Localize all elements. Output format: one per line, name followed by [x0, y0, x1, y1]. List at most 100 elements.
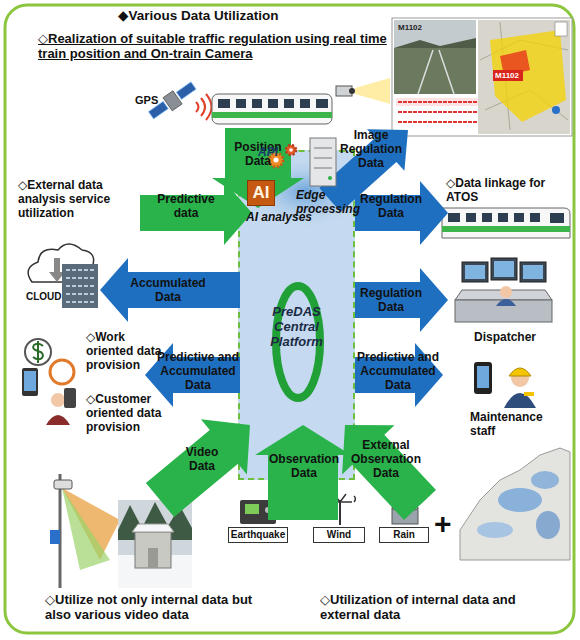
glow-ellipse [244, 154, 355, 230]
dispatcher-console [465, 265, 485, 279]
block-arrow [100, 128, 448, 520]
sensor-icons [391, 488, 418, 502]
sensor-box: Earthquake [228, 527, 288, 543]
video-camera-photo [54, 480, 72, 489]
camera-image [418, 50, 433, 94]
customer-icons [22, 368, 38, 396]
video-camera-photo [118, 555, 192, 588]
arrow-label: External Observation Data [346, 438, 426, 480]
customer-icons [46, 415, 70, 425]
dispatcher-console [462, 262, 488, 282]
radar-map [455, 440, 572, 562]
dispatcher-console [494, 261, 514, 277]
platform-title: PreDAS Central Platform [258, 304, 335, 349]
customer-icons [22, 339, 76, 425]
icon-label: CLOUD [26, 291, 66, 303]
train-right [442, 208, 570, 238]
plus-sign: + [434, 506, 464, 541]
train-top [300, 99, 310, 108]
camera-id: M1102 [398, 23, 458, 32]
cloud-icon [49, 272, 65, 282]
arrow-label: Regulation Data [358, 192, 424, 220]
camera-image [392, 18, 572, 136]
section-note: ◇Utilize not only internal data but also… [45, 592, 260, 622]
camera-image [394, 38, 476, 48]
function-label: AI analyses [246, 210, 336, 224]
block-arrow [355, 181, 448, 245]
sensor-icons [265, 507, 271, 513]
block-arrow [146, 419, 250, 517]
gps-satellite [176, 82, 196, 100]
dispatcher-console [520, 262, 546, 282]
section-note: ◇Data linkage for ATOS [446, 176, 556, 204]
train-top [284, 99, 294, 108]
train-right [442, 208, 570, 238]
customer-icons [64, 388, 76, 408]
camera-image [398, 111, 478, 113]
ai-box: AI [247, 180, 275, 206]
server-icon [314, 148, 332, 149]
video-camera-photo [148, 548, 158, 568]
maintenance-staff-icon [474, 362, 536, 408]
sensor-icons [240, 488, 418, 525]
dispatcher-console [496, 299, 516, 306]
camera-image [394, 48, 476, 94]
train-right [550, 213, 564, 223]
train-right [498, 213, 508, 222]
arrow-label: Accumulated Data [118, 276, 218, 304]
camera-image [394, 96, 500, 134]
train-right [442, 226, 570, 232]
train-right [466, 213, 476, 222]
cloud-icon [28, 244, 95, 282]
train-top [236, 99, 246, 108]
sensor-icons [325, 494, 356, 502]
sensor-icons [245, 504, 259, 514]
camera-image [490, 30, 566, 122]
maintenance-staff-icon [509, 368, 531, 376]
dispatcher-console [455, 258, 552, 322]
dispatcher-console [523, 265, 543, 279]
maintenance-staff-icon [504, 393, 536, 408]
video-camera-photo [45, 470, 120, 588]
dispatcher-console [455, 300, 552, 322]
sensor-icons [339, 500, 341, 525]
sensor-name: Wind [327, 529, 351, 541]
video-camera-photo [118, 500, 192, 588]
train-top [355, 78, 390, 104]
building-icon [62, 264, 98, 308]
camera-image [439, 50, 454, 94]
train-top [336, 86, 352, 96]
block-arrow [355, 268, 448, 332]
train-top [218, 99, 230, 108]
block-arrow [342, 425, 436, 520]
arrow-label: Image Regulation Data [336, 128, 406, 170]
train-right [482, 213, 492, 222]
camera-image [398, 101, 480, 103]
building-icon [66, 270, 94, 302]
maintenance-staff-icon [474, 362, 492, 394]
sensor-icons [240, 500, 276, 524]
radar-map [498, 488, 542, 512]
radar-map [536, 511, 560, 539]
block-arrow [100, 258, 240, 322]
video-camera-photo [135, 532, 171, 568]
arrow-label: Predictive data [146, 192, 226, 220]
video-camera-photo [59, 474, 62, 588]
video-camera-photo [45, 470, 192, 588]
customer-icons [51, 393, 65, 407]
block-arrow [145, 343, 240, 407]
sensor-box: Rain [379, 527, 429, 543]
block-arrow [140, 181, 252, 245]
customer-icons [25, 339, 51, 365]
dispatcher-console [455, 290, 552, 300]
building-icon [62, 264, 98, 308]
train-right [514, 213, 524, 222]
dispatcher-console [500, 286, 512, 298]
gps-satellite [196, 94, 212, 120]
train-top [316, 99, 328, 108]
camera-image [555, 22, 567, 36]
video-camera-photo [132, 524, 174, 532]
function-label: API [258, 145, 298, 159]
section-note: ◇External data analysis service utilizat… [18, 178, 136, 220]
actor-label: Dispatcher [474, 330, 564, 344]
